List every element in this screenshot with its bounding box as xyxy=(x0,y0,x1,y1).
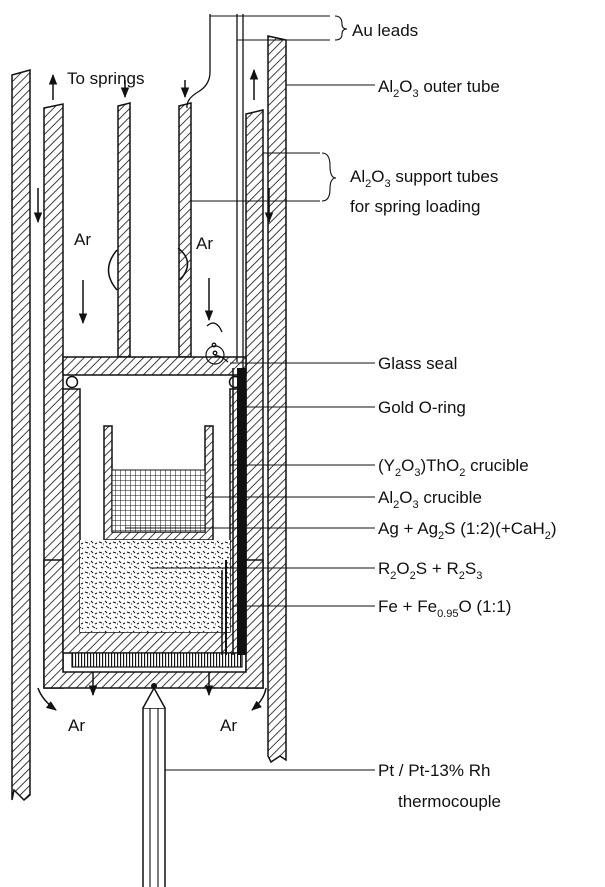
electrode-assembly xyxy=(221,368,246,655)
au-leads-label: Au leads xyxy=(352,21,418,40)
flow-arrows xyxy=(33,68,274,711)
gold-oring-left xyxy=(65,375,79,389)
au-leads xyxy=(186,14,244,368)
thermocouple xyxy=(142,683,166,887)
silver-mix-label: Ag + Ag2S (1:2)(+CaH2) xyxy=(378,519,557,542)
leader-lines xyxy=(125,15,375,771)
glass-seal-label: Glass seal xyxy=(378,354,457,373)
ar-label-2: Ar xyxy=(196,234,213,253)
gold-oring-label: Gold O-ring xyxy=(378,398,466,417)
ar-label-4: Ar xyxy=(220,716,237,735)
support-tubes-label-1: Al2O3 support tubes xyxy=(350,167,498,190)
alumina-crucible-label: Al2O3 crucible xyxy=(378,488,482,511)
support-tubes-label-2: for spring loading xyxy=(350,197,480,216)
crucible-lid xyxy=(62,356,247,376)
silver-melt xyxy=(111,469,206,533)
outer-tube-label: Al2O3 outer tube xyxy=(378,77,500,100)
oxysulfide-label: R2O2S + R2S3 xyxy=(378,559,482,582)
to-springs-label: To springs xyxy=(67,69,144,88)
thoria-crucible-label: (Y2O3)ThO2 crucible xyxy=(378,456,529,479)
thermocouple-label-2: thermocouple xyxy=(398,792,501,811)
iron-buffer xyxy=(71,652,243,668)
labels: Au leads To springs Ar Ar Ar Ar Al2O3 ou… xyxy=(67,21,557,811)
iron-buffer-label: Fe + Fe0.95O (1:1) xyxy=(378,597,511,620)
thermocouple-label-1: Pt / Pt-13% Rh xyxy=(378,761,490,780)
ar-label-3: Ar xyxy=(68,716,85,735)
ar-label-1: Ar xyxy=(74,230,91,249)
